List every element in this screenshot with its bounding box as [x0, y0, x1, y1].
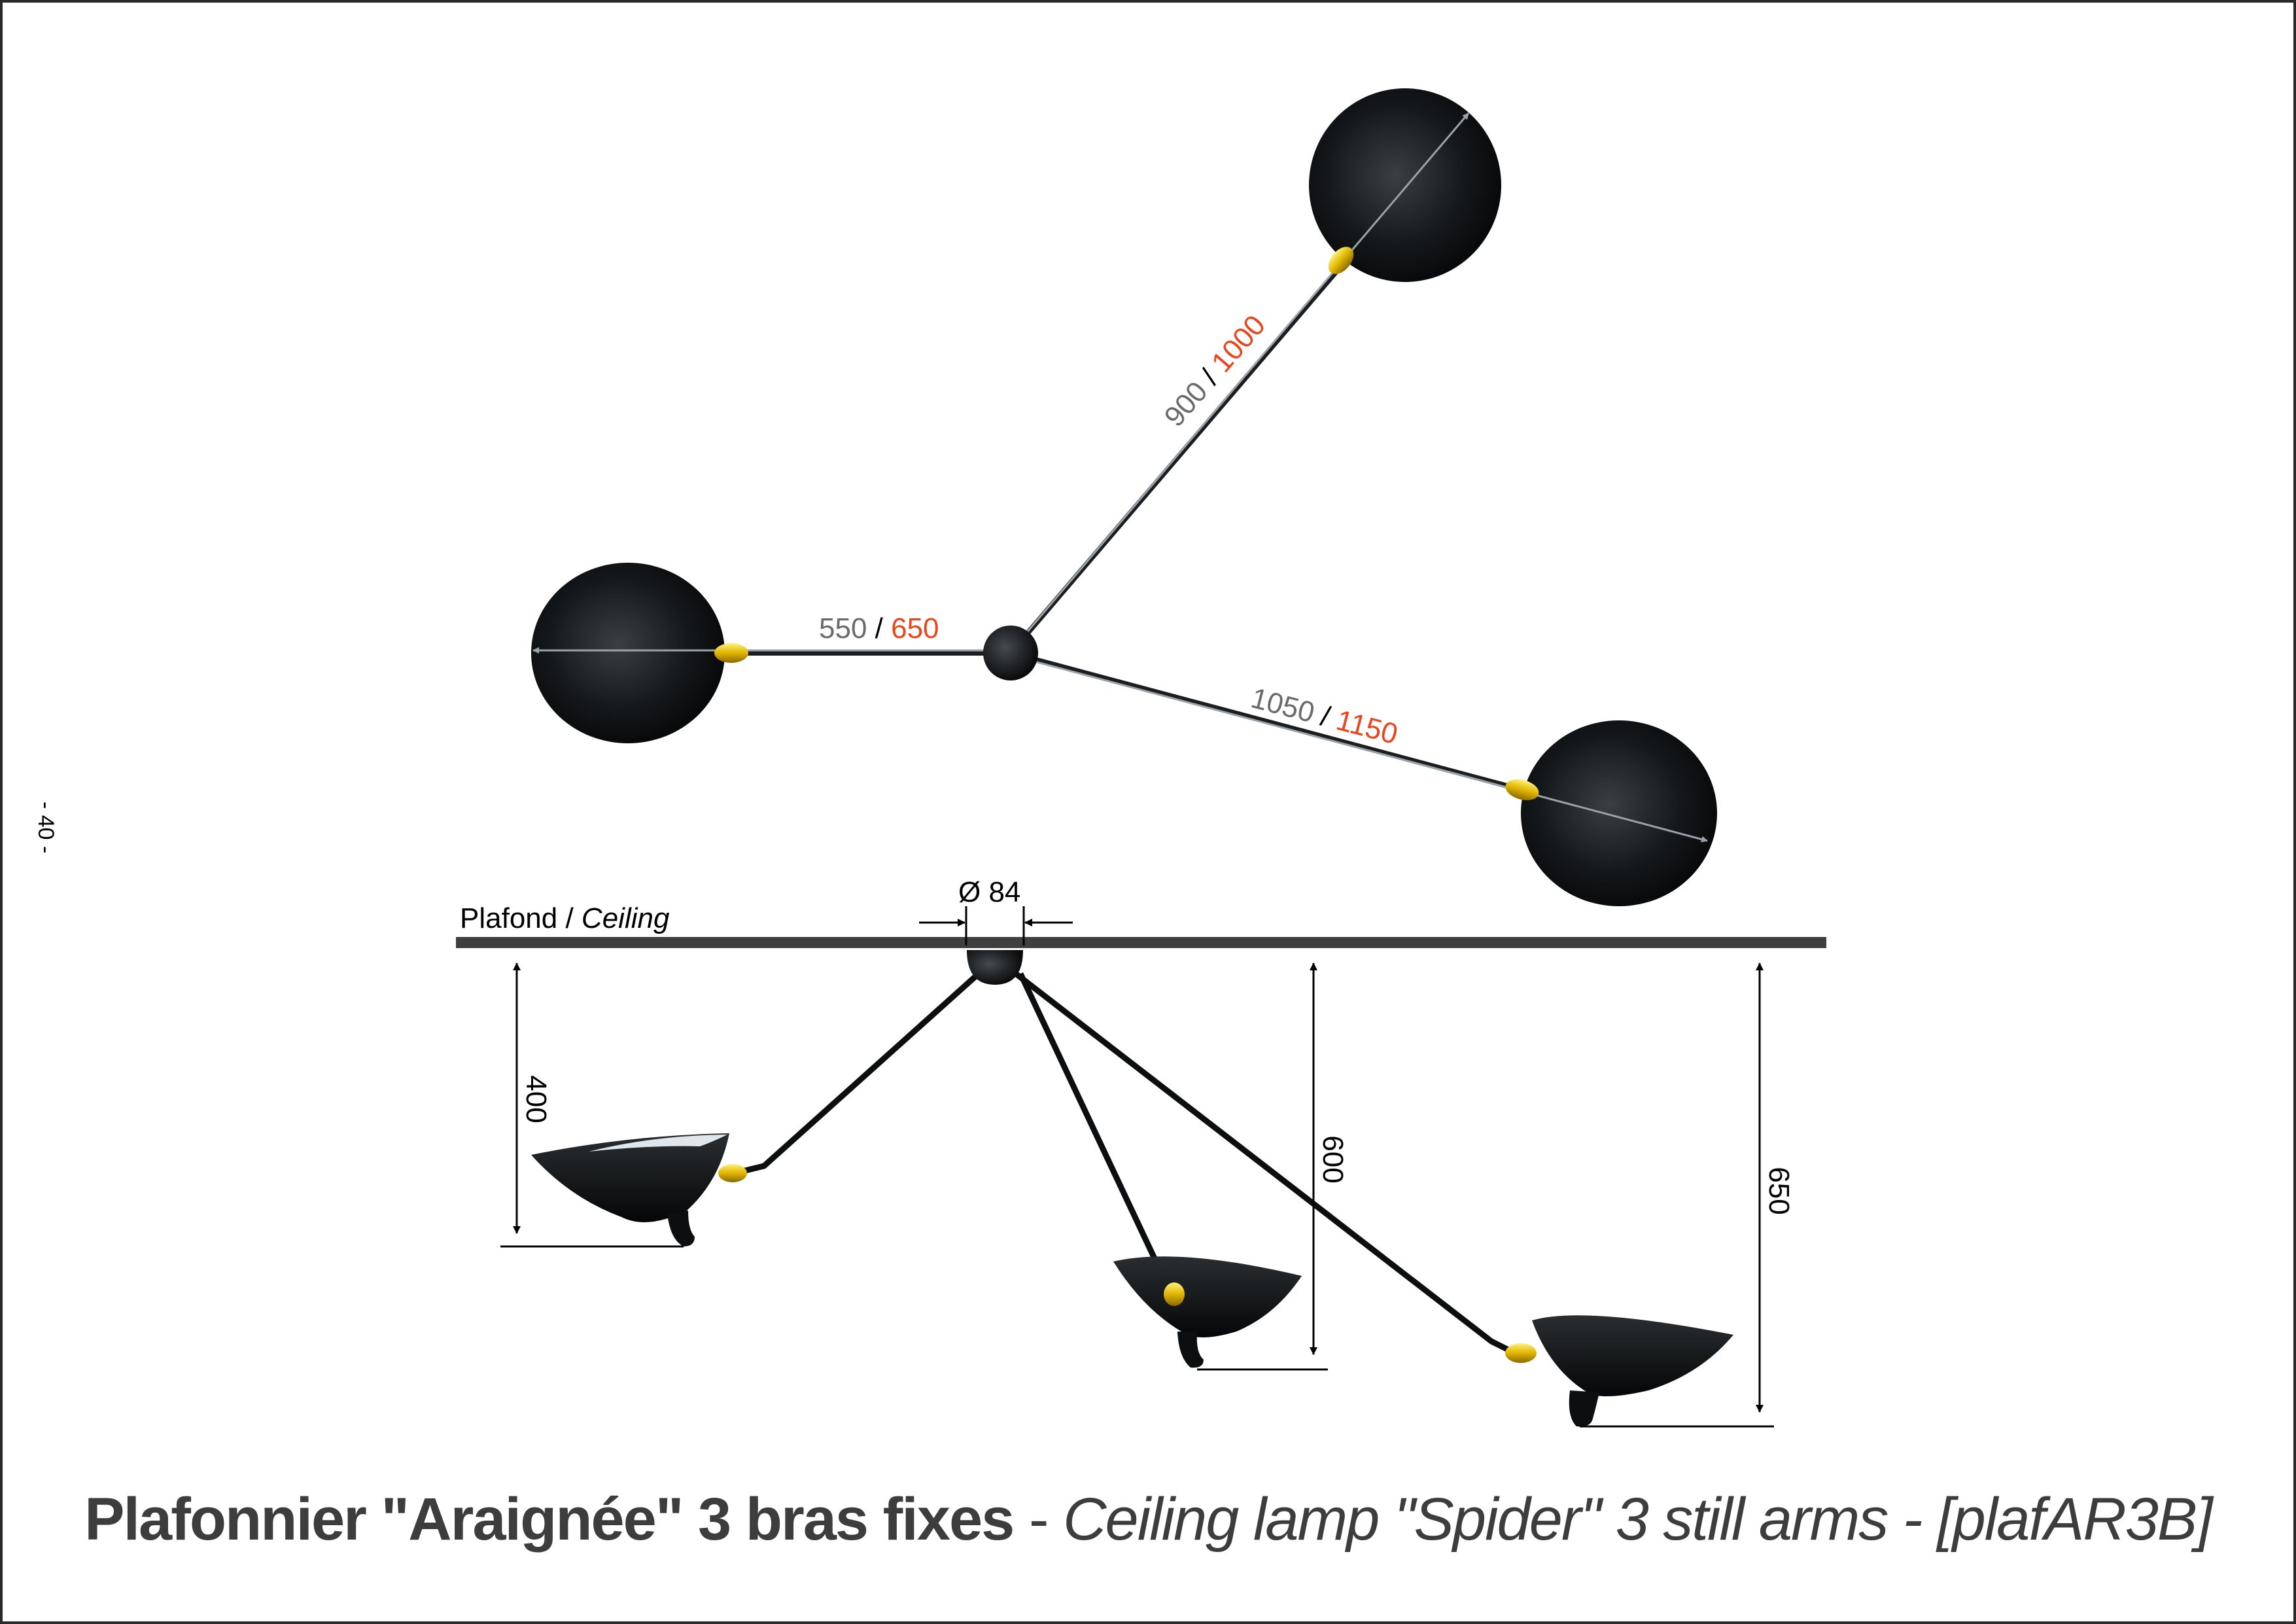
shade-left-inner	[589, 1135, 727, 1152]
shade-middle-stem	[1177, 1332, 1204, 1368]
dim-line-upper	[1011, 113, 1470, 650]
shade-middle-side	[1113, 1256, 1302, 1337]
arm-left-side	[741, 966, 987, 1174]
height-left-label: 400	[520, 1075, 552, 1123]
shade-upper-top	[1309, 88, 1501, 282]
socket-middle-side	[1164, 1282, 1185, 1306]
shade-lower-top	[1521, 720, 1717, 906]
side-view: Plafond / Ceiling Ø 84 400	[456, 876, 1826, 1428]
page-title: Plafonnier "Araignée" 3 bras fixes - Cei…	[0, 1485, 2296, 1554]
page-number: - 40 -	[33, 802, 58, 854]
height-middle-label: 600	[1317, 1135, 1349, 1183]
top-view: 550 / 650 900 / 1000 1050 / 1150	[531, 88, 1717, 906]
title-separator: -	[1013, 1486, 1064, 1553]
socket-upper-top	[1328, 247, 1354, 274]
arm-right-side	[1009, 967, 1513, 1354]
shade-left-stem	[667, 1210, 695, 1246]
socket-right-side	[1505, 1343, 1537, 1363]
shade-right-stem	[1569, 1390, 1599, 1427]
arm-lower-line	[1009, 650, 1525, 793]
arm-middle-side	[1017, 972, 1172, 1289]
shade-right-side	[1532, 1315, 1733, 1396]
ceiling-bar	[456, 937, 1826, 948]
diameter-label: Ø 84	[958, 876, 1020, 908]
shade-left-top	[531, 563, 725, 743]
title-fr: Plafonnier "Araignée" 3 bras fixes	[84, 1486, 1015, 1553]
dim-line-lower	[1012, 654, 1708, 843]
height-right-label: 650	[1763, 1167, 1795, 1214]
label-arm-lower: 1050 / 1150	[1247, 682, 1400, 750]
label-arm-left: 550 / 650	[819, 612, 939, 644]
socket-left-side	[718, 1164, 747, 1182]
arm-upper-line	[1008, 256, 1350, 655]
canopy-side	[967, 950, 1023, 985]
hub-top	[983, 626, 1038, 680]
socket-left-top	[714, 643, 748, 663]
shade-left-side	[531, 1133, 729, 1222]
ceiling-label: Plafond / Ceiling	[460, 902, 670, 934]
title-en: Ceiling lamp "Spider" 3 still arms - [pl…	[1063, 1486, 2213, 1553]
socket-lower-top	[1505, 779, 1539, 800]
